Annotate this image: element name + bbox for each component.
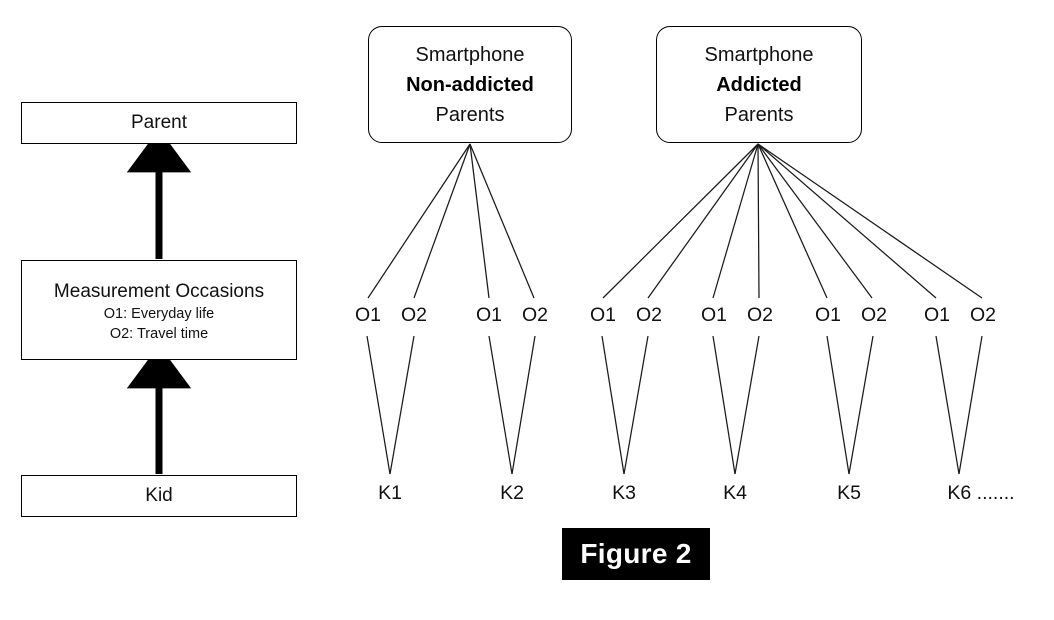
kid-label-k6: K6 ....... bbox=[947, 482, 1015, 504]
occasion-label-k6-o1: O1 bbox=[923, 304, 951, 326]
occasion-label-k6-o2: O2 bbox=[969, 304, 997, 326]
group-nonaddicted-line3: Parents bbox=[435, 103, 505, 126]
v-connector-k4 bbox=[712, 335, 760, 475]
v-connector-k1 bbox=[366, 335, 415, 475]
measurement-occasion-o1: O1: Everyday life bbox=[103, 306, 215, 322]
kid-box: Kid bbox=[21, 475, 297, 517]
measurement-occasion-o2: O2: Travel time bbox=[109, 326, 209, 342]
fan-addicted bbox=[602, 143, 983, 299]
occasion-label-k2-o1: O1 bbox=[475, 304, 503, 326]
group-box-nonaddicted: Smartphone Non-addicted Parents bbox=[368, 26, 572, 143]
occasion-label-k3-o1: O1 bbox=[589, 304, 617, 326]
figure-caption: Figure 2 bbox=[562, 528, 710, 580]
occasion-label-k4-o1: O1 bbox=[700, 304, 728, 326]
group-nonaddicted-line1: Smartphone bbox=[415, 43, 525, 66]
v-connector-k5 bbox=[826, 335, 874, 475]
kid-label-k1: K1 bbox=[378, 482, 402, 504]
occasion-label-k1-o1: O1 bbox=[354, 304, 382, 326]
parent-box: Parent bbox=[21, 102, 297, 144]
group-box-addicted: Smartphone Addicted Parents bbox=[656, 26, 862, 143]
v-connector-k6 bbox=[935, 335, 983, 475]
group-addicted-line3: Parents bbox=[724, 103, 794, 126]
occasion-label-k4-o2: O2 bbox=[746, 304, 774, 326]
kid-label-k5: K5 bbox=[837, 482, 861, 504]
measurement-occasions-box: Measurement Occasions O1: Everyday life … bbox=[21, 260, 297, 360]
group-addicted-line1: Smartphone bbox=[704, 43, 814, 66]
v-connector-k2 bbox=[488, 335, 536, 475]
kid-label-k4: K4 bbox=[723, 482, 747, 504]
occasion-label-k5-o2: O2 bbox=[860, 304, 888, 326]
kid-label-k3: K3 bbox=[612, 482, 636, 504]
measurement-occasions-title: Measurement Occasions bbox=[53, 281, 265, 302]
kid-box-label: Kid bbox=[145, 485, 173, 506]
occasion-label-k3-o2: O2 bbox=[635, 304, 663, 326]
group-nonaddicted-line2: Non-addicted bbox=[406, 73, 534, 96]
occasion-label-k5-o1: O1 bbox=[814, 304, 842, 326]
fan-nonaddicted bbox=[367, 143, 535, 299]
occasion-label-k1-o2: O2 bbox=[400, 304, 428, 326]
occasion-label-k2-o2: O2 bbox=[521, 304, 549, 326]
v-connector-k3 bbox=[601, 335, 649, 475]
parent-box-label: Parent bbox=[131, 112, 187, 133]
group-addicted-line2: Addicted bbox=[716, 73, 802, 96]
kid-label-k2: K2 bbox=[500, 482, 524, 504]
